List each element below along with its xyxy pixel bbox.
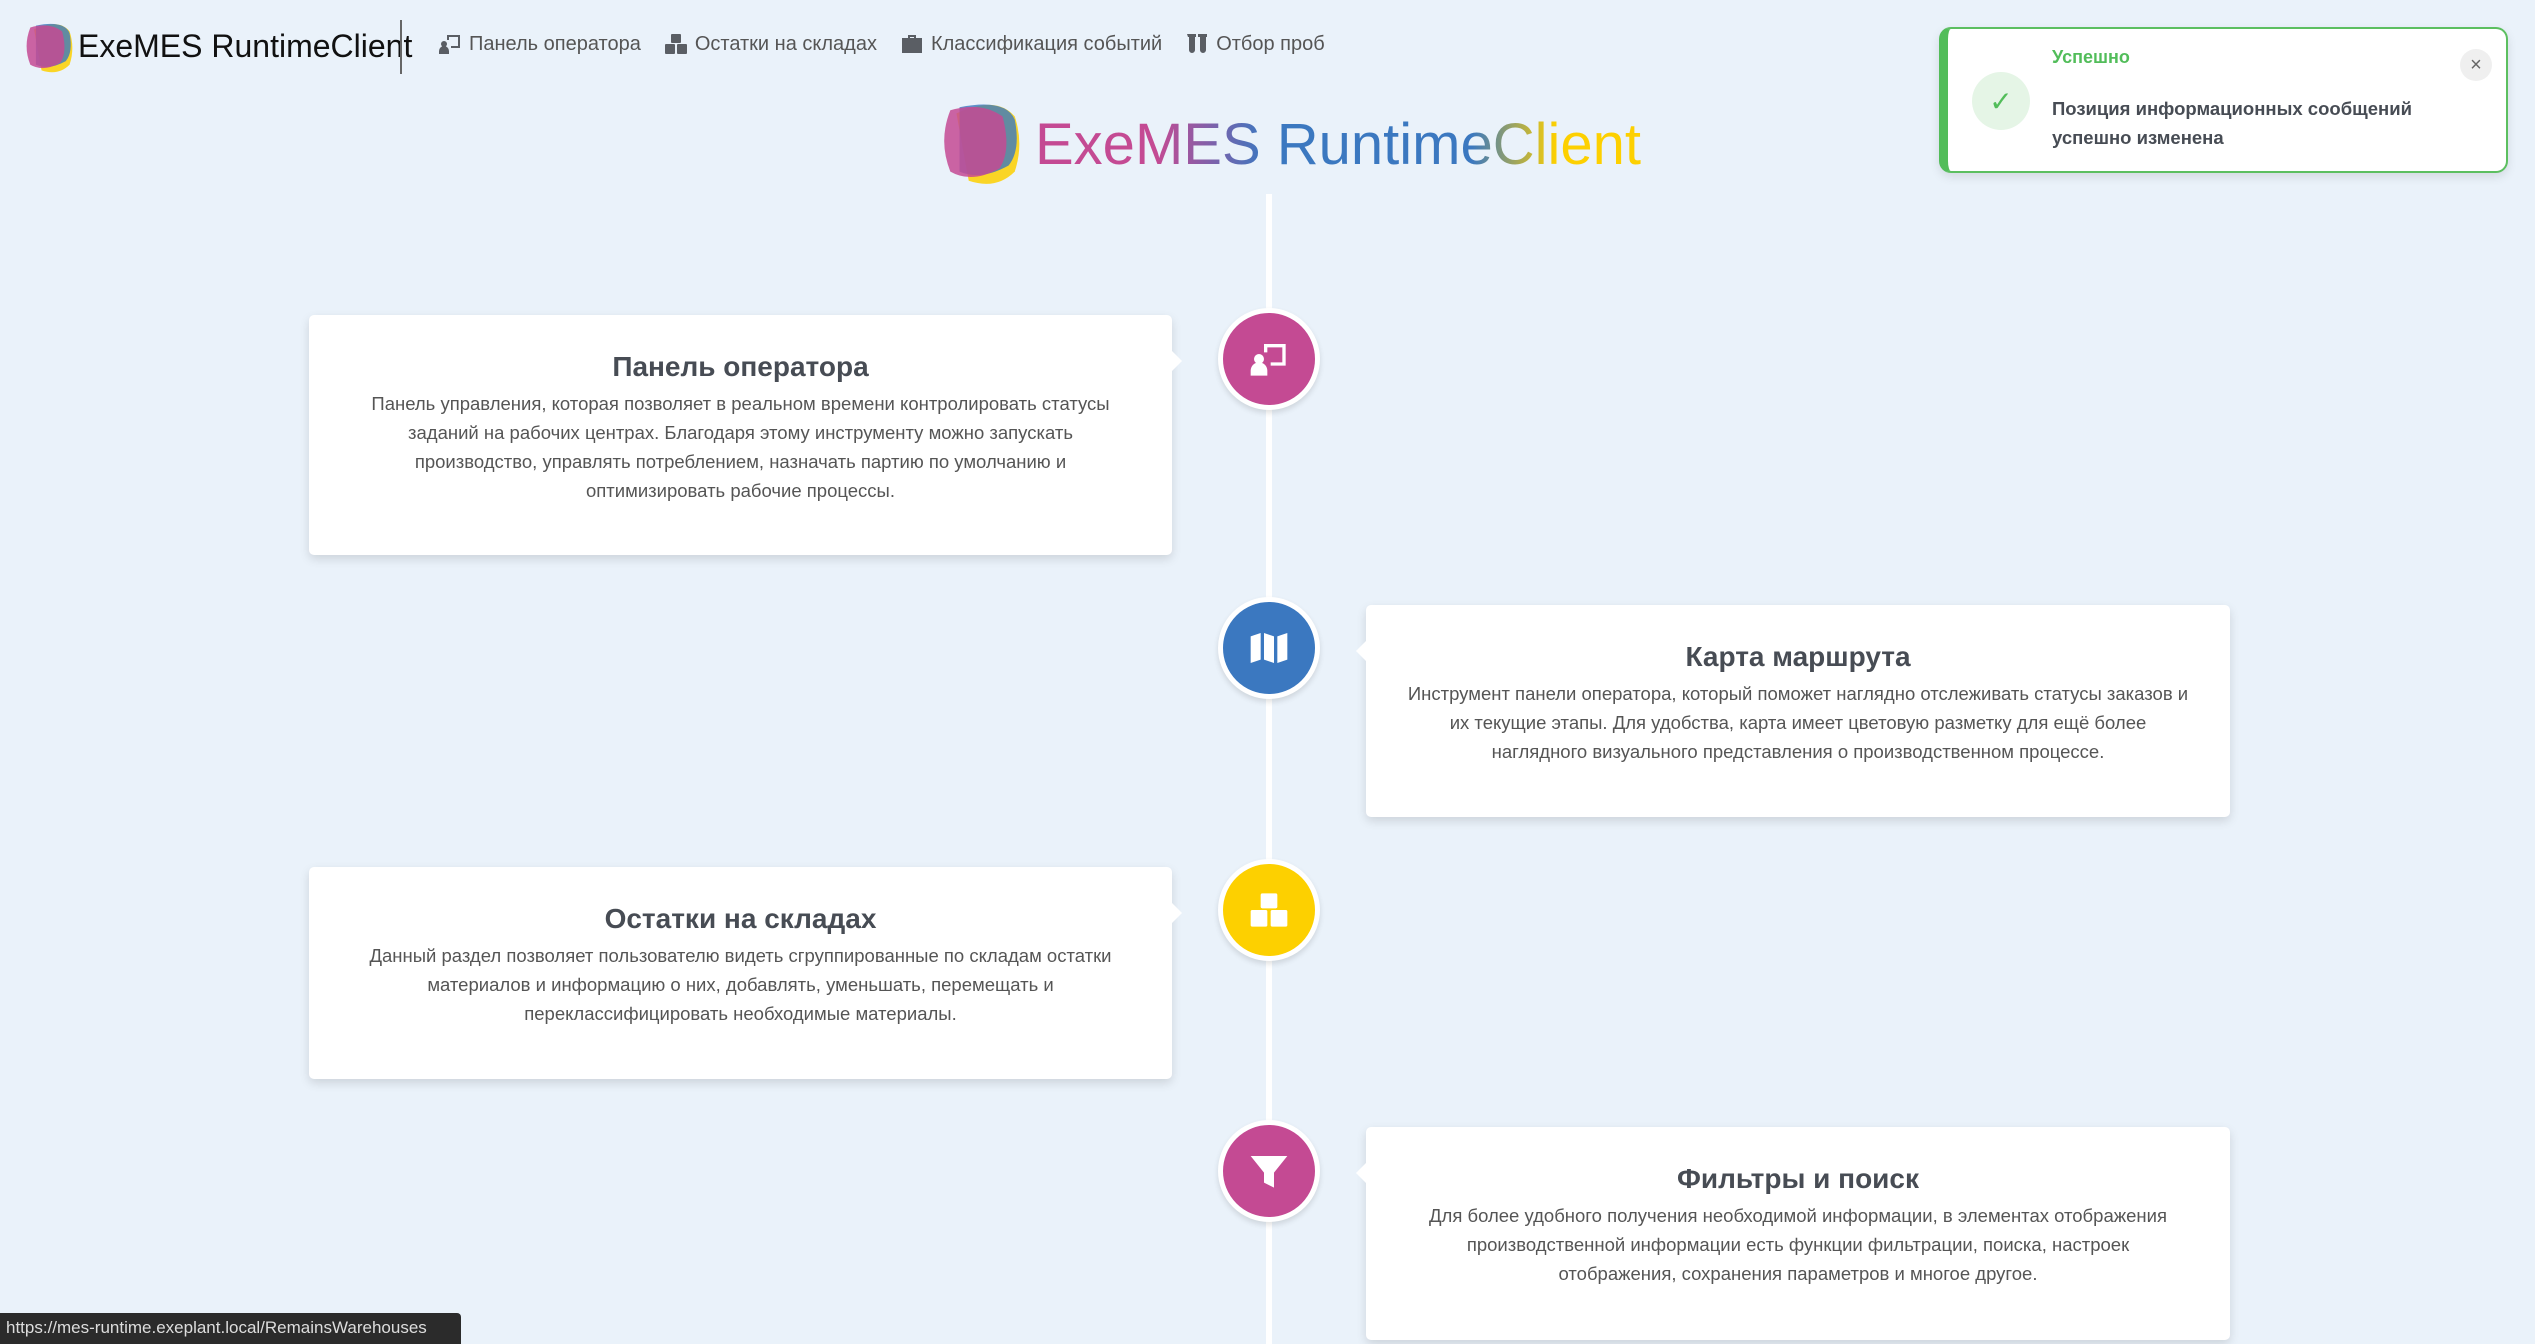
main-nav: Панель оператора Остатки на складах Клас… bbox=[437, 32, 1325, 56]
boxes-icon bbox=[1250, 893, 1288, 927]
nav-label: Классификация событий bbox=[930, 32, 1163, 55]
card-text: Инструмент панели оператора, который пом… bbox=[1407, 683, 2189, 762]
nav-event-classification[interactable]: Классификация событий bbox=[899, 32, 1162, 56]
map-icon bbox=[1250, 633, 1288, 663]
status-bar-url: https://mes-runtime.exeplant.local/Remai… bbox=[0, 1313, 461, 1344]
toolbox-icon bbox=[901, 35, 922, 53]
success-toast: ✓ Успешно Позиция информационных сообщен… bbox=[1939, 27, 2508, 173]
hero-logo-text: ExeMES RuntimeClient bbox=[1035, 111, 1641, 177]
nav-sampling[interactable]: Отбор проб bbox=[1184, 32, 1325, 56]
nav-label: Остатки на складах bbox=[694, 32, 877, 55]
card-title: Фильтры и поиск bbox=[1677, 1163, 1919, 1194]
timeline-marker bbox=[1218, 859, 1320, 961]
timeline-line bbox=[1266, 194, 1272, 1344]
close-icon[interactable]: × bbox=[2460, 49, 2492, 81]
hero-logo: ExeMES RuntimeClient bbox=[935, 97, 1641, 191]
toast-title: Успешно bbox=[2052, 47, 2130, 67]
card-title: Панель оператора bbox=[612, 351, 869, 382]
card-title: Карта маршрута bbox=[1685, 641, 1911, 672]
nav-label: Панель оператора bbox=[469, 32, 641, 55]
filter-icon bbox=[1250, 1156, 1288, 1188]
nav-warehouse-remains[interactable]: Остатки на складах bbox=[663, 32, 877, 56]
app-logo-icon bbox=[26, 23, 73, 73]
card-text: Данный раздел позволяет пользователю вид… bbox=[369, 945, 1112, 1024]
timeline-marker bbox=[1218, 308, 1320, 410]
operator-panel-icon bbox=[1250, 344, 1286, 376]
check-icon: ✓ bbox=[1972, 72, 2030, 130]
timeline-marker bbox=[1218, 1120, 1320, 1222]
flask-icon bbox=[1187, 34, 1208, 53]
boxes-icon bbox=[664, 34, 687, 54]
header-divider bbox=[400, 20, 402, 74]
app-title[interactable]: ExeMES RuntimeClient bbox=[78, 28, 413, 64]
nav-label: Отбор проб bbox=[1216, 32, 1325, 55]
card-title: Остатки на складах bbox=[604, 903, 877, 934]
hero-logo-icon bbox=[944, 104, 1020, 184]
timeline-marker bbox=[1218, 597, 1320, 699]
operator-panel-icon bbox=[439, 35, 460, 54]
card-text: Для более удобного получения необходимой… bbox=[1429, 1205, 2167, 1284]
card-text: Панель управления, которая позволяет в р… bbox=[371, 393, 1110, 501]
nav-operator-panel[interactable]: Панель оператора bbox=[437, 32, 641, 56]
toast-message: Позиция информационных сообщений успешно… bbox=[2052, 98, 2412, 148]
